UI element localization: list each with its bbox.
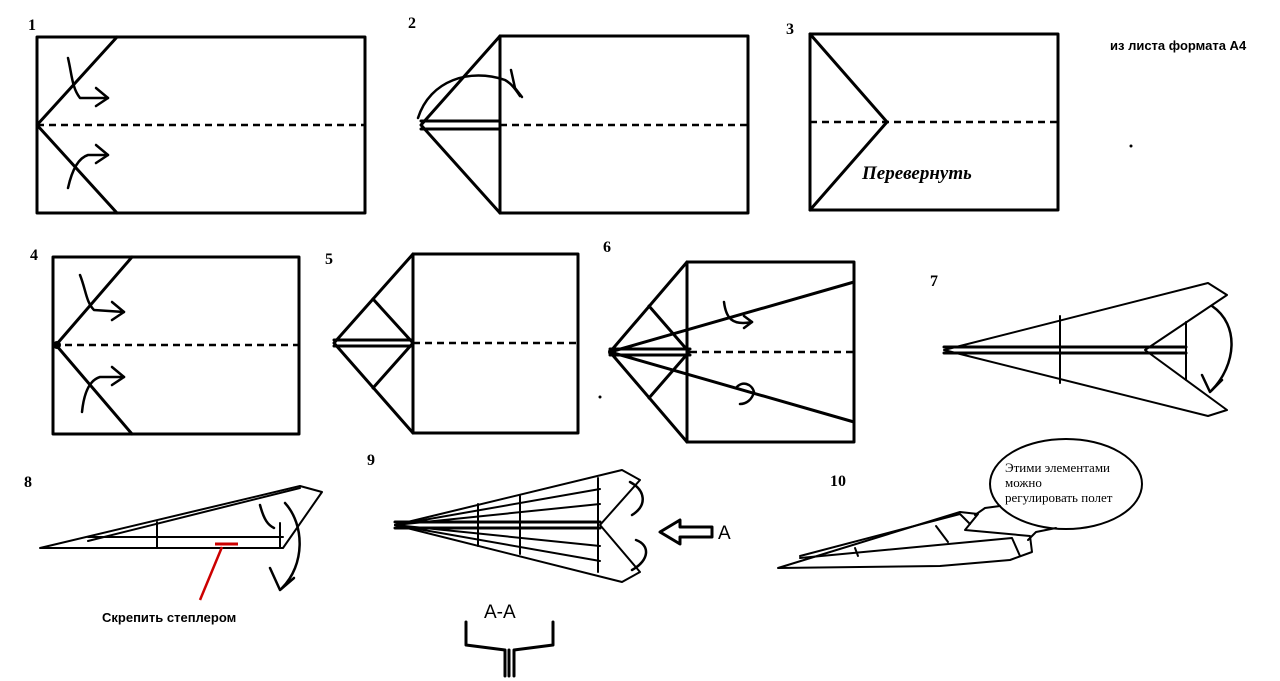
step-number-5: 5 xyxy=(325,251,333,268)
step-number-10: 10 xyxy=(830,473,846,490)
folded-corners xyxy=(419,34,502,215)
fold-point xyxy=(608,348,616,356)
bubble-tail xyxy=(1027,527,1057,541)
step-2: 2 xyxy=(408,15,750,215)
section-profile-right xyxy=(512,620,555,678)
step-number-7: 7 xyxy=(930,273,938,290)
step-3: 3 Перевернуть xyxy=(786,21,1060,212)
arrowhead xyxy=(268,566,296,592)
fold-arrow-bottom xyxy=(80,375,126,414)
fold-arrow xyxy=(1210,304,1233,392)
finished-plane xyxy=(777,511,1033,569)
arrowhead xyxy=(509,68,524,99)
fold-arrow-bottom xyxy=(66,153,110,190)
plane-side-view xyxy=(39,485,323,549)
bubble-line-2: можно xyxy=(1005,475,1042,490)
step-6: 6 xyxy=(598,239,856,444)
header-note: из листа формата А4 xyxy=(1110,38,1247,53)
wing-crease xyxy=(394,524,601,562)
step-number-9: 9 xyxy=(367,452,375,469)
arrowhead xyxy=(742,314,754,330)
step-number-2: 2 xyxy=(408,15,416,32)
arrowhead xyxy=(94,86,110,108)
step-5: 5 xyxy=(325,251,580,435)
corner-fold-lines xyxy=(35,35,119,215)
fold-arrow-top xyxy=(78,273,126,314)
step-9: 9 А xyxy=(367,452,731,583)
arrowhead xyxy=(110,365,126,387)
outer-folded-edges xyxy=(332,252,415,435)
plane-crease xyxy=(799,513,971,557)
section-a-a: А-А xyxy=(464,602,555,678)
bubble-line-1: Этими элементами xyxy=(1005,460,1110,475)
stray-dot xyxy=(598,395,602,399)
wing-fold-line-top xyxy=(608,280,856,354)
staple-pointer xyxy=(198,546,224,601)
plane-crease xyxy=(935,525,949,543)
step-8: 8 Скрепить степлером xyxy=(24,474,323,625)
inner-folded-edges xyxy=(647,304,691,400)
fold-arrow-top xyxy=(722,300,754,325)
section-label: А-А xyxy=(484,602,516,623)
plane-outline xyxy=(394,469,641,583)
inner-folded-edges xyxy=(371,297,415,390)
arrowhead xyxy=(110,300,126,322)
fold-arrow xyxy=(280,501,301,590)
stray-dot xyxy=(1129,144,1133,148)
arrowhead xyxy=(1200,373,1224,394)
wing-fold-line-bottom xyxy=(608,350,856,424)
step-number-6: 6 xyxy=(603,239,611,256)
staple-label: Скрепить степлером xyxy=(102,610,236,625)
plane-outline xyxy=(943,282,1228,417)
bubble-line-3: регулировать полет xyxy=(1005,490,1113,505)
flip-label: Перевернуть xyxy=(861,163,972,184)
plane-crease xyxy=(854,547,859,557)
outer-folded-edges xyxy=(608,260,689,444)
step-10: 10 Этими элементами можно регулировать п… xyxy=(777,438,1143,569)
step-number-8: 8 xyxy=(24,474,32,491)
arrowhead xyxy=(94,143,110,165)
wing-crease xyxy=(394,488,601,526)
elevator-arrow-top xyxy=(628,480,644,517)
speech-bubble xyxy=(989,438,1143,530)
paper-sheet xyxy=(685,260,856,444)
view-direction-arrow xyxy=(658,518,714,546)
step-number-3: 3 xyxy=(786,21,794,38)
fold-arrow-bottom xyxy=(734,382,756,406)
elevator-arrow-bottom xyxy=(630,538,648,572)
bubble-tail xyxy=(974,505,1001,516)
fold-point xyxy=(53,341,61,349)
view-arrow-label: А xyxy=(718,523,731,544)
step-number-1: 1 xyxy=(28,17,36,34)
wing-edge xyxy=(87,487,301,542)
small-fold-arrow xyxy=(258,503,276,530)
section-profile-left xyxy=(464,620,507,678)
fold-arrow-top xyxy=(66,56,110,100)
step-number-4: 4 xyxy=(30,247,38,264)
plane-crease xyxy=(799,537,1021,559)
step-7: 7 xyxy=(930,273,1233,417)
step-1: 1 xyxy=(28,17,367,215)
step-4: 4 xyxy=(30,247,301,436)
